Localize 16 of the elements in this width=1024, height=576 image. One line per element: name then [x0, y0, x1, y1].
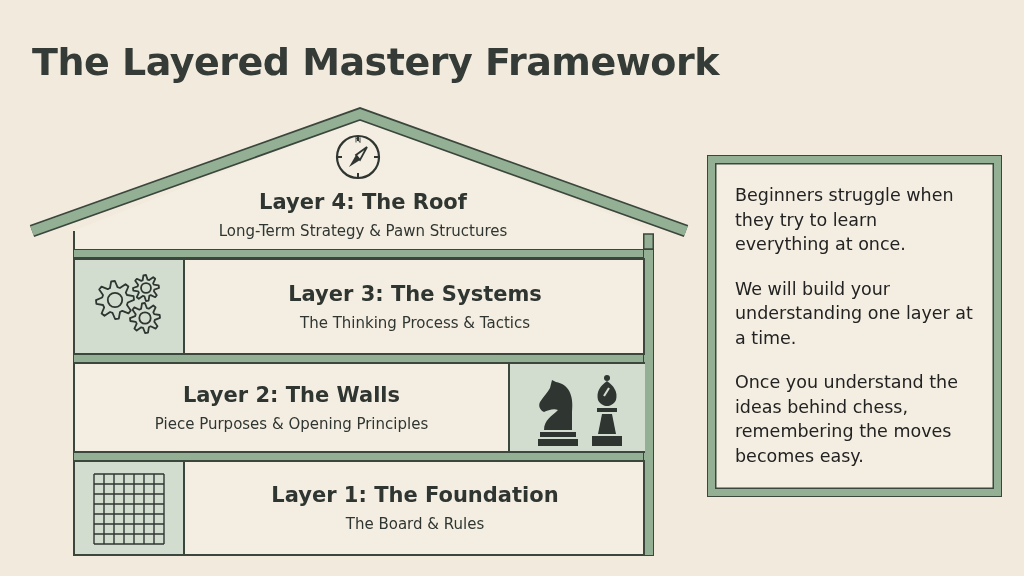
layer-heading: Layer 2: The Walls [182, 382, 401, 407]
layer-box [73, 258, 645, 355]
note-paragraph: We will build your understanding one layer at a time. [735, 277, 974, 350]
layer-box [73, 460, 645, 556]
layer-subtitle: The Board & Rules [345, 515, 485, 533]
layer-box [73, 362, 645, 453]
layer-heading: Layer 1: The Foundation [271, 483, 559, 507]
title: The Layered Mastery Framework [32, 40, 719, 84]
layer-subtitle: Long-Term Strategy & Pawn Structures [218, 222, 508, 240]
note-paragraph: Once you understand the ideas behind chess, remembering the moves becomes easy. [735, 371, 959, 468]
note-paragraph: Beginners struggle when they try to learn everything at once. [735, 184, 955, 256]
layer-heading: Layer 4: The Roof [259, 190, 467, 214]
layer-heading: Layer 3: The Systems [288, 281, 542, 306]
note-card [708, 156, 1001, 496]
layer-subtitle: Piece Purposes & Opening Principles [154, 414, 429, 433]
layer-subtitle: The Thinking Process & Tactics [300, 313, 530, 332]
